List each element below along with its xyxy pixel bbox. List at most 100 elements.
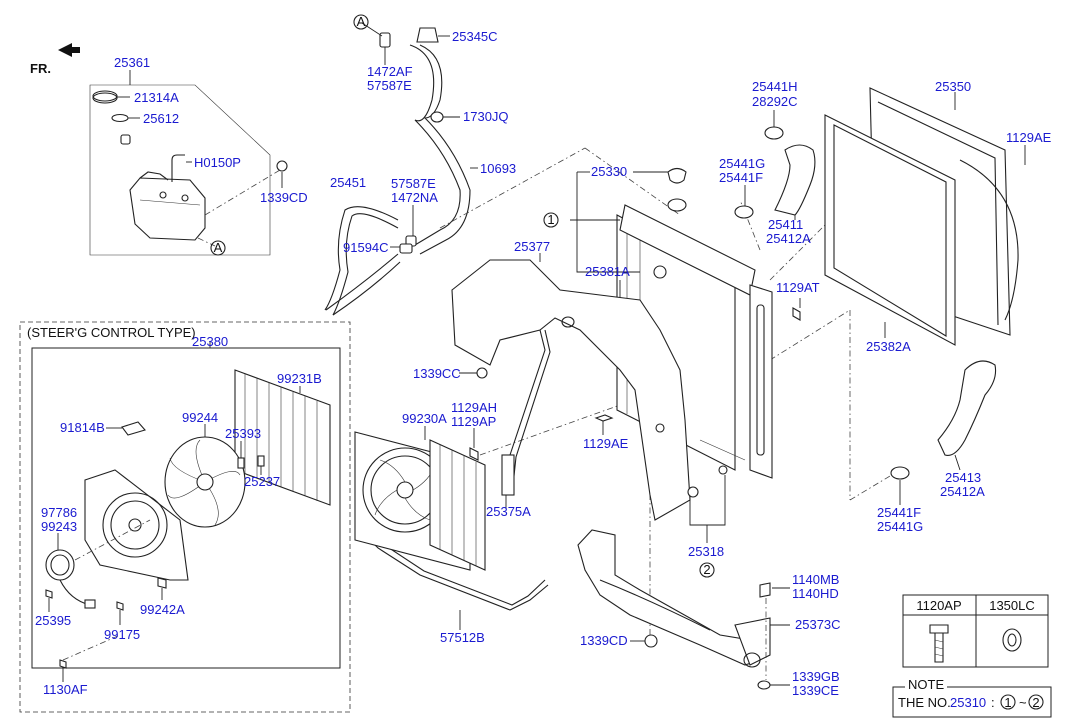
marker-a-top [353,14,369,30]
label-1130af[interactable]: 1130AF [43,682,88,697]
label-25345c[interactable]: 25345C [452,29,498,44]
hose-clamp-91594c [399,243,413,254]
label-21314a[interactable]: 21314A [134,90,179,105]
note-prefix: THE NO. [898,695,951,710]
label-57587e-mid[interactable]: 57587E [391,176,436,191]
bushing-1339gb [757,680,771,690]
label-25380[interactable]: 25380 [192,334,228,349]
note-frame [892,686,1052,718]
label-25441g-lower[interactable]: 25441G [877,519,923,534]
label-1140mb[interactable]: 1140MB [792,572,839,587]
label-25412a-lower[interactable]: 25412A [940,484,985,499]
hose-25413 [937,360,997,456]
label-1339cc[interactable]: 1339CC [413,366,461,381]
lower-crossmember [577,529,790,690]
label-25395[interactable]: 25395 [35,613,71,628]
screw-1130af [59,659,67,669]
note-from: 1 [1004,695,1011,710]
label-25412a-top[interactable]: 25412A [766,231,811,246]
label-91814b[interactable]: 91814B [60,420,105,435]
label-28292c[interactable]: 28292C [752,94,798,109]
front-direction-indicator: FR. [30,43,80,76]
label-25413[interactable]: 25413 [945,470,981,485]
marker-a-tank-label: A [214,240,223,255]
label-99243[interactable]: 99243 [41,519,77,534]
lower-radiator-hose [890,360,997,505]
label-25441f-lower[interactable]: 25441F [877,505,921,520]
label-25377[interactable]: 25377 [514,239,550,254]
hose-grommet [430,111,444,123]
label-99242a[interactable]: 99242A [140,602,185,617]
label-10693[interactable]: 10693 [480,161,516,176]
clip-99175 [116,601,124,611]
marker-a-top-label: A [357,14,366,29]
label-1339cd-lower[interactable]: 1339CD [580,633,628,648]
label-1339gb[interactable]: 1339GB [792,669,840,684]
radiator-cap-neck [667,198,687,212]
label-25375a[interactable]: 25375A [486,504,531,519]
note-colon: : [991,695,995,710]
label-25441g-top[interactable]: 25441G [719,156,765,171]
label-h0150p[interactable]: H0150P [194,155,241,170]
part-labels[interactable]: 25361 21314A 25612 H0150P 1339CD 25345C … [35,29,1052,698]
label-25411[interactable]: 25411 [768,217,803,232]
label-25451[interactable]: 25451 [330,175,366,190]
label-99175[interactable]: 99175 [104,627,140,642]
condenser-fan-group [354,426,486,571]
screw-25395 [45,589,53,599]
label-25393[interactable]: 25393 [225,426,261,441]
label-99231b[interactable]: 99231B [277,371,322,386]
reservoir-bolt [276,160,288,172]
bolt-1129ae [594,414,614,422]
hose-clip-small [379,32,391,48]
label-1129ah[interactable]: 1129AH [451,400,497,415]
reservoir-gasket [111,113,129,123]
nut-1339cc [476,367,488,379]
label-1472af[interactable]: 1472AF [367,64,413,79]
label-25381a[interactable]: 25381A [585,264,630,279]
label-1129ap[interactable]: 1129AP [451,414,496,429]
bolt-25318-b [718,465,728,475]
label-1730jq[interactable]: 1730JQ [463,109,509,124]
note-number: 25310 [950,695,986,710]
reservoir-frame [89,84,271,256]
clamp-25441g-top [734,205,754,219]
shroud-bracket [451,259,691,521]
label-25361[interactable]: 25361 [114,55,150,70]
hose-25411 [774,144,816,216]
upper-radiator-hose [734,110,816,220]
label-25382a[interactable]: 25382A [866,339,911,354]
label-25237[interactable]: 25237 [244,474,280,489]
marker-a-tank [210,240,226,256]
label-99244[interactable]: 99244 [182,410,218,425]
label-25373c[interactable]: 25373C [795,617,841,632]
label-25350[interactable]: 25350 [935,79,971,94]
label-57587e-top[interactable]: 57587E [367,78,412,93]
label-1140hd[interactable]: 1140HD [792,586,839,601]
label-1129ae-top[interactable]: 1129AE [1006,130,1052,145]
label-25318[interactable]: 25318 [688,544,724,559]
label-91594c[interactable]: 91594C [343,240,389,255]
label-1129at[interactable]: 1129AT [776,280,820,295]
label-57512b[interactable]: 57512B [440,630,485,645]
clamp-25441h [764,126,784,140]
part-25393 [237,457,245,469]
label-1339ce[interactable]: 1339CE [792,683,839,698]
label-97786[interactable]: 97786 [41,505,77,520]
clamp-25441f-lower [890,466,910,480]
label-1339cd-tank[interactable]: 1339CD [260,190,308,205]
label-99230a[interactable]: 99230A [402,411,447,426]
label-25330[interactable]: 25330 [591,164,627,179]
label-1472na[interactable]: 1472NA [391,190,438,205]
bolt-1129ah [469,447,479,461]
label-25441h[interactable]: 25441H [752,79,798,94]
marker-2 [699,562,715,578]
bolt-1129at [792,307,801,321]
label-25612[interactable]: 25612 [143,111,179,126]
module-25380-frame [31,347,341,669]
fan-shroud-group [792,87,1026,346]
label-1129ae-mid[interactable]: 1129AE [583,436,629,451]
marker-1 [543,212,559,228]
label-25441f-top[interactable]: 25441F [719,170,763,185]
